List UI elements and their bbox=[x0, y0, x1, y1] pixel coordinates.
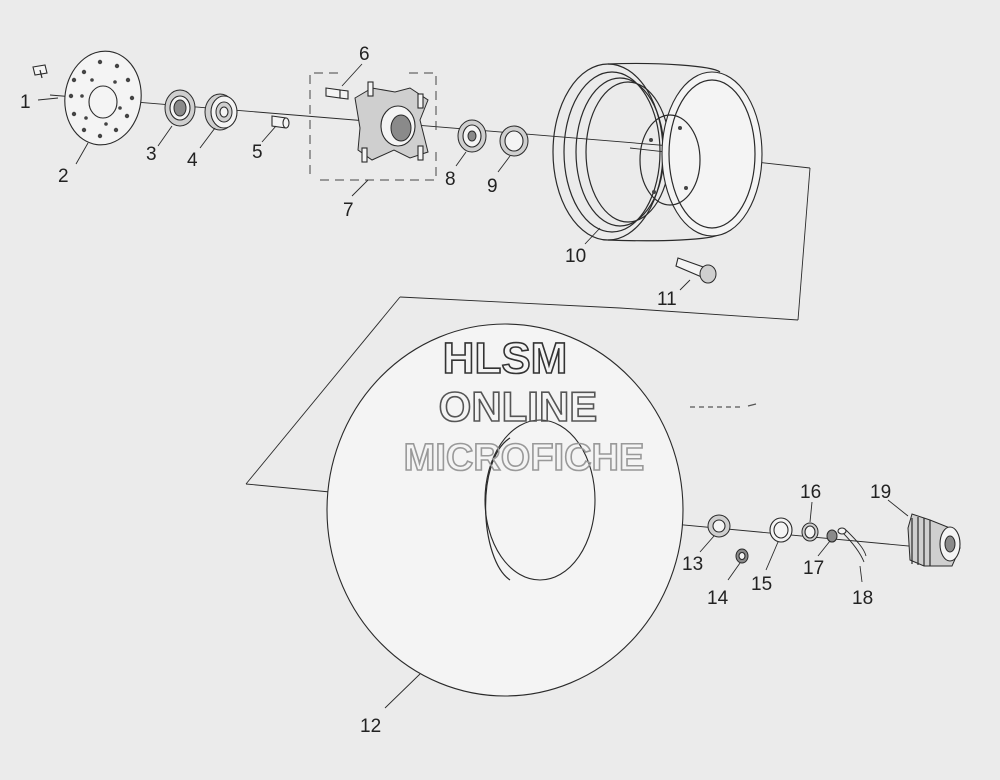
callout-3: 3 bbox=[146, 144, 157, 165]
part-washer[interactable] bbox=[801, 522, 819, 542]
callout-13: 13 bbox=[682, 554, 703, 575]
part-hub-cap[interactable] bbox=[907, 513, 961, 567]
callout-11: 11 bbox=[657, 289, 677, 310]
watermark: HLSM ONLINE MICROFICHE bbox=[403, 333, 645, 480]
part-bearing-outer[interactable] bbox=[204, 93, 238, 131]
callout-16: 16 bbox=[800, 482, 821, 503]
callout-1: 1 bbox=[20, 92, 31, 113]
callout-numbers: 1 2 3 4 5 6 7 8 9 10 11 12 13 14 15 16 1… bbox=[20, 44, 891, 737]
part-nut-small[interactable] bbox=[735, 548, 749, 564]
callout-7: 7 bbox=[343, 200, 354, 221]
callout-15: 15 bbox=[751, 574, 772, 595]
callout-17: 17 bbox=[803, 558, 824, 579]
part-cotter-pin[interactable] bbox=[837, 527, 867, 563]
callout-5: 5 bbox=[252, 142, 263, 163]
part-brake-disc[interactable] bbox=[59, 46, 147, 150]
callout-12: 12 bbox=[360, 716, 381, 737]
part-oil-seal[interactable] bbox=[499, 125, 529, 157]
watermark-line-2: ONLINE bbox=[439, 383, 598, 430]
part-wheel-rim[interactable] bbox=[552, 62, 763, 242]
hub-assembly-box bbox=[309, 72, 437, 181]
part-bearing-inner[interactable] bbox=[457, 119, 487, 153]
part-ring[interactable] bbox=[769, 517, 793, 543]
part-wheel-hub[interactable] bbox=[354, 81, 429, 163]
part-washer-large[interactable] bbox=[707, 514, 731, 538]
stray-mark bbox=[690, 403, 757, 408]
part-valve-stem[interactable] bbox=[675, 257, 717, 284]
callout-8: 8 bbox=[445, 169, 456, 190]
callout-10: 10 bbox=[565, 246, 586, 267]
watermark-line-1: HLSM bbox=[443, 334, 568, 383]
watermark-line-3: MICROFICHE bbox=[404, 437, 645, 479]
part-bolt[interactable] bbox=[32, 64, 48, 79]
callout-6: 6 bbox=[359, 44, 370, 65]
callout-9: 9 bbox=[487, 176, 498, 197]
part-spacer[interactable] bbox=[271, 115, 290, 129]
part-wheel-stud[interactable] bbox=[325, 87, 349, 100]
part-axle-nut[interactable] bbox=[826, 529, 838, 543]
callout-2: 2 bbox=[58, 166, 69, 187]
leader-lines bbox=[37, 63, 909, 709]
part-tire[interactable] bbox=[326, 323, 684, 697]
callout-4: 4 bbox=[187, 150, 198, 171]
callout-18: 18 bbox=[852, 588, 873, 609]
callout-19: 19 bbox=[870, 482, 891, 503]
part-seal[interactable] bbox=[164, 89, 196, 127]
callout-14: 14 bbox=[707, 588, 729, 609]
